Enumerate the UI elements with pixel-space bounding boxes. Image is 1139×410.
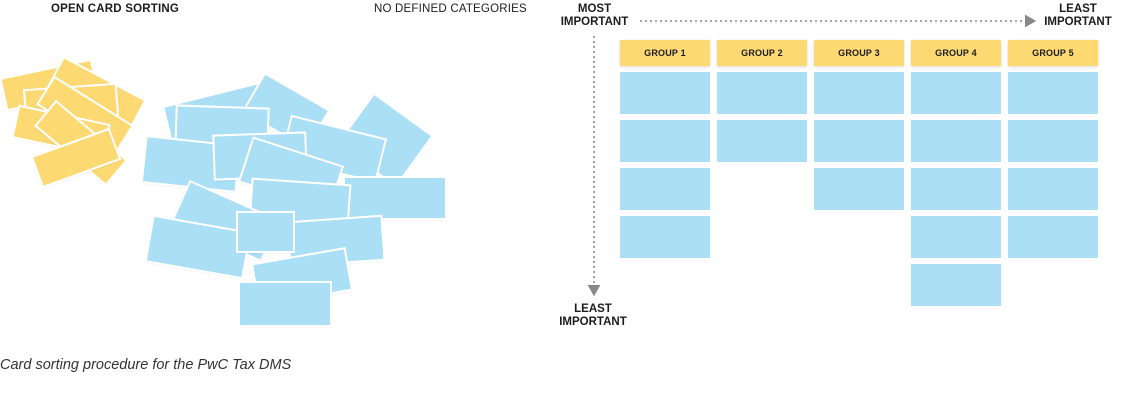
axis-label-line: MOST (577, 3, 612, 15)
group-5-card (1008, 168, 1098, 210)
group-2-card (717, 120, 807, 162)
blue-card (238, 213, 293, 251)
open-card-sorting-title: OPEN CARD SORTING (51, 3, 179, 15)
group-4-card (911, 168, 1001, 210)
group-1-card (620, 120, 710, 162)
group-4-card (911, 264, 1001, 306)
axis-label-line: IMPORTANT (559, 316, 627, 328)
axis-label-most-important: MOST IMPORTANT (557, 3, 632, 29)
group-5-card (1008, 120, 1098, 162)
group-3-card (814, 168, 904, 210)
blue-card (345, 178, 445, 218)
axis-label-line: IMPORTANT (1044, 16, 1112, 28)
group-5-card (1008, 216, 1098, 258)
group-4-card (911, 72, 1001, 114)
group-header-3: GROUP 3 (814, 40, 904, 66)
group-4-card (911, 120, 1001, 162)
axis-label-line: LEAST (1059, 3, 1097, 15)
figure-caption: Card sorting procedure for the PwC Tax D… (0, 357, 292, 373)
group-header-1: GROUP 1 (620, 40, 710, 66)
group-3-card (814, 72, 904, 114)
axis-label-least-important-right: LEAST IMPORTANT (1044, 3, 1112, 29)
axis-label-least-important-bottom: LEAST IMPORTANT (555, 303, 631, 329)
group-header-2: GROUP 2 (717, 40, 807, 66)
axis-label-line: IMPORTANT (560, 16, 629, 28)
group-1-card (620, 72, 710, 114)
no-defined-categories-label: NO DEFINED CATEGORIES (374, 3, 527, 15)
group-1-card (620, 168, 710, 210)
group-3-card (814, 120, 904, 162)
group-header-5: GROUP 5 (1008, 40, 1098, 66)
group-4-card (911, 216, 1001, 258)
group-header-4: GROUP 4 (911, 40, 1001, 66)
blue-card (240, 283, 330, 325)
group-2-card (717, 72, 807, 114)
group-1-card (620, 216, 710, 258)
axis-label-line: LEAST (574, 303, 612, 315)
group-5-card (1008, 72, 1098, 114)
